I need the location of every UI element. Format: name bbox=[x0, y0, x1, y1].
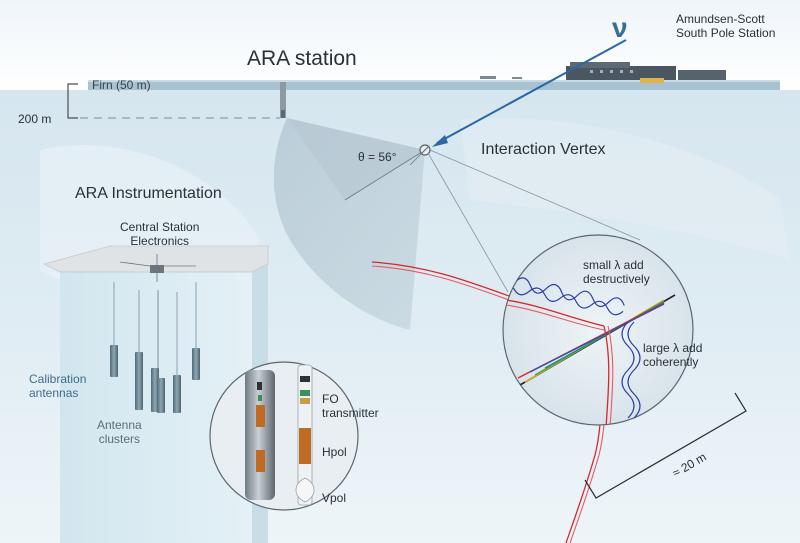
antenna-cluster bbox=[173, 375, 181, 413]
angle-label: θ = 56° bbox=[358, 150, 397, 164]
vpol-label: Vpol bbox=[322, 491, 347, 505]
firn-label: Firn (50 m) bbox=[92, 78, 151, 92]
antenna-cluster bbox=[135, 352, 143, 410]
neutrino-trajectory bbox=[436, 39, 627, 144]
south-pole-station-label: Amundsen-Scott South Pole Station bbox=[676, 12, 776, 40]
station-antenna bbox=[281, 110, 285, 118]
zoom-guide-line bbox=[427, 152, 509, 293]
vertex-mark bbox=[421, 146, 429, 154]
neutrino-arrowhead bbox=[432, 135, 448, 147]
ara-station-label: ARA station bbox=[247, 47, 357, 70]
neutrino-symbol: ν bbox=[612, 12, 628, 43]
hpol-element-small bbox=[256, 450, 265, 472]
instrument-zoom-circle bbox=[209, 361, 359, 511]
fo-transmitter-element bbox=[300, 376, 310, 382]
borehole bbox=[280, 82, 286, 118]
calibration-antenna bbox=[110, 345, 118, 377]
wave-small-lambda bbox=[512, 287, 624, 316]
antenna-cylinder-grey bbox=[245, 370, 275, 500]
antenna-clusters-label: Antenna clusters bbox=[97, 418, 142, 446]
wave-large-lambda bbox=[621, 321, 635, 419]
ice-shade bbox=[460, 118, 790, 260]
shower-ray bbox=[529, 303, 665, 373]
calibration-antenna bbox=[192, 348, 200, 380]
central-electronics-label: Central Station Electronics bbox=[120, 220, 200, 248]
interaction-vertex-label: Interaction Vertex bbox=[481, 141, 606, 158]
surface-line bbox=[88, 80, 780, 82]
shower-track-red bbox=[505, 299, 605, 327]
south-pole-station-building bbox=[480, 62, 726, 83]
central-electronics-unit bbox=[119, 254, 196, 282]
shower-track-red bbox=[603, 325, 610, 425]
angle-ray bbox=[344, 149, 426, 201]
ara-instrumentation-label: ARA Instrumentation bbox=[75, 185, 222, 202]
shower-track-red bbox=[505, 304, 605, 331]
calibration-antennas-label: Calibration antennas bbox=[29, 372, 87, 400]
depth-bracket bbox=[67, 83, 78, 119]
fo-transmitter-label: FO transmitter bbox=[322, 392, 379, 420]
vpol-element bbox=[295, 477, 315, 503]
cone-upper-face bbox=[287, 118, 425, 200]
large-lambda-label: large λ add coherently bbox=[643, 341, 703, 369]
hpol-element-small bbox=[256, 405, 265, 427]
hpol-label: Hpol bbox=[322, 445, 347, 459]
firn-layer bbox=[88, 82, 780, 90]
distance-scale-bar bbox=[584, 392, 747, 499]
fo-transmitter-element bbox=[300, 390, 310, 396]
wave-large-lambda bbox=[627, 321, 641, 419]
antenna-strings bbox=[113, 282, 197, 375]
antenna-cluster bbox=[157, 378, 165, 413]
zoom-guide-line bbox=[429, 149, 641, 241]
small-lambda-label: small λ add destructively bbox=[583, 258, 650, 286]
wave-small-lambda bbox=[514, 277, 625, 308]
zoom-circle bbox=[502, 234, 694, 426]
shower-track-red bbox=[607, 325, 614, 425]
depth-label: 200 m bbox=[18, 112, 52, 126]
hpol-element bbox=[299, 428, 311, 464]
